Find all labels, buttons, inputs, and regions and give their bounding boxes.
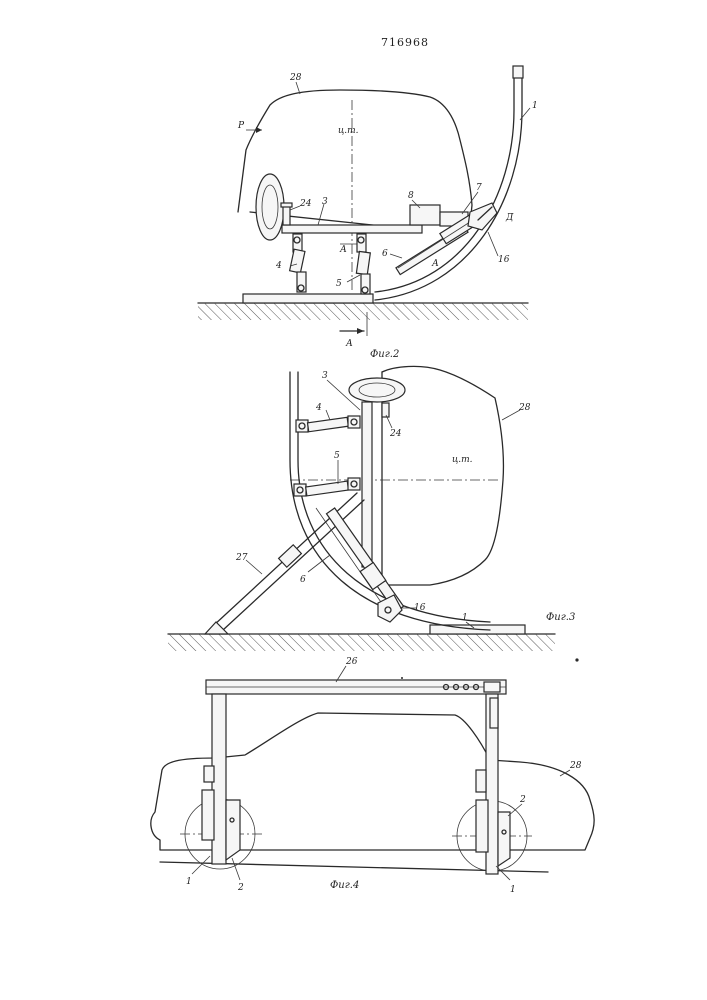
scan-speck [575,658,579,662]
fig2-label-section-bottom: А [345,339,353,349]
fig3-wheel-hub [358,382,396,398]
fig4-clamp-right-bolt [501,829,507,835]
fig2-part-8 [409,204,441,226]
fig2-label-force: P [237,121,245,131]
fig3-label-part16: 16 [414,603,426,613]
fig3-label-bolt: 24 [389,429,402,439]
fig4-drawing [150,679,595,875]
fig2-label-view: Д [505,213,514,223]
scan-speck-2 [401,677,403,679]
fig3-label-car: 28 [518,403,531,413]
fig4-post-left-block [203,765,215,783]
fig2-label-arc: 1 [532,101,538,111]
fig3-label-arc: 1 [462,613,468,623]
fig3-label-strut: 27 [235,553,248,563]
fig4-label-post-right: 1 [510,885,516,895]
fig3-strut-27 [203,492,365,635]
fig3-label-cog: ц.т. [452,455,473,465]
fig3-leaders [245,379,521,629]
fig3-curved-rail-outer [289,371,491,631]
fig3-part-16-pin [384,606,392,614]
fig2-label-section-rod: А [431,259,439,269]
fig4-caption: Фиг.4 [330,880,359,891]
fig4-clamp-left-bolt [229,817,235,823]
fig3-car-body [379,365,505,586]
fig3-wheel [348,377,406,403]
fig4-beam-clamp [483,681,501,693]
fig2-caption: Фиг.2 [370,349,399,360]
fig4-label-clamp-left: 2 [237,883,244,893]
fig4-post-left-rail [201,789,215,841]
fig4-post-right-block [475,769,487,793]
fig4-label-clamp-right: 2 [519,795,526,805]
fig4-clamp-left [225,799,241,862]
fig4-beam-hole-4 [472,683,480,691]
fig2-ground-hatch [198,303,528,320]
fig2-link-4 [288,233,307,293]
fig3-label-link-lower: 5 [334,451,340,461]
fig2-rail-cap [512,65,524,79]
fig3-bolt-24 [381,402,390,418]
fig4-beam-hole-3 [462,683,470,691]
fig4-car-body [150,712,595,851]
fig4-leaders [191,665,571,881]
fig4-clamp-right [497,811,511,868]
fig4-post-right-top [489,697,499,729]
fig2-curved-rail-outer [374,69,523,301]
fig2-label-link-left: 4 [275,261,282,271]
fig2-label-part16: 16 [498,255,510,265]
fig2-curved-rail-inner [374,69,515,293]
fig2-label-part7: 7 [476,183,482,193]
fig2-label-link-right: 5 [336,279,342,289]
fig4-label-post-left: 1 [186,877,192,887]
fig3-caption: Фиг.3 [546,612,575,623]
fig2-label-frame: 3 [322,197,328,207]
fig2-wheel [255,173,285,241]
fig4-beam-hole-2 [452,683,460,691]
fig3-link-5 [293,477,361,497]
fig2-label-cog: ц.т. [338,126,359,136]
fig4-beam-hole-1 [442,683,450,691]
fig3-label-rod: 6 [300,575,306,585]
patent-number: 716968 [381,36,429,49]
fig3-ground-hatch [168,634,555,651]
fig3-label-frame: 3 [322,371,328,381]
fig2-wheel-hub [261,184,279,230]
fig4-label-car: 28 [569,761,582,771]
fig2-label-part8: 8 [408,191,414,201]
fig2-drawing [197,65,529,336]
fig2-label-section-top: А [339,245,347,255]
fig3-frame-3 [361,401,373,568]
fig2-leaders [246,81,531,283]
fig2-bolt-24 [282,204,291,226]
fig2-label-car: 28 [289,73,302,83]
fig2-car-body [237,89,473,229]
fig3-link-4 [295,415,361,433]
fig3-drawing [167,365,556,651]
fig3-label-link-upper: 4 [315,403,322,413]
fig2-bolt-24-head [280,202,293,208]
fig2-section-arrowhead [357,328,364,334]
fig4-post-right-rail [475,799,489,853]
fig4-label-beam: 26 [345,657,358,667]
fig2-part-16-line [477,206,493,221]
fig2-label-rod: 6 [382,249,388,259]
fig3-curved-rail-inner [297,371,491,623]
fig2-base-plate [242,293,374,304]
fig2-label-bolt: 24 [299,199,312,209]
fig2-link-5 [355,233,372,295]
fig2-frame-3 [281,224,423,234]
